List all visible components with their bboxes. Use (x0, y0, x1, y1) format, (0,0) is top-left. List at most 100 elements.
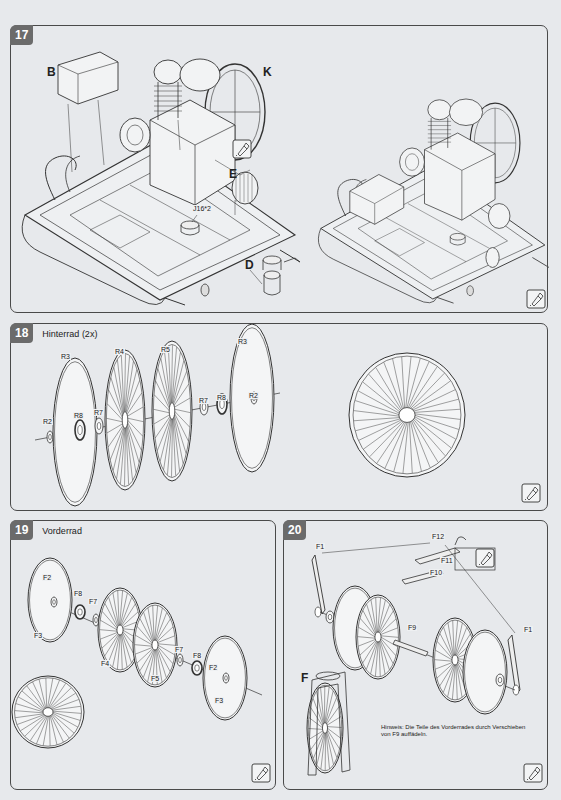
part-outline (428, 100, 451, 120)
wheel-spoke (379, 611, 393, 633)
wheel-spoke (135, 647, 152, 654)
wheel-spoke (107, 418, 123, 422)
part-outline (530, 305, 531, 306)
part-outline (353, 356, 461, 474)
part-outline (53, 358, 97, 506)
wheel-spoke (100, 630, 118, 632)
part-outline (350, 175, 404, 225)
part-label: R3 (237, 338, 248, 345)
wheel-spoke (313, 698, 323, 725)
wheel-spoke (173, 419, 176, 476)
wheel-spoke (327, 726, 341, 728)
note-text: Hinweis: Die Teile des Vorderrades durch… (380, 724, 532, 738)
wheel-spoke (452, 665, 455, 699)
part-outline (316, 672, 340, 680)
part-outline (358, 597, 399, 677)
wheel-spoke (173, 352, 181, 402)
wheel-spoke (109, 597, 118, 626)
wheel-spoke (393, 359, 404, 409)
part-label: F3 (214, 697, 224, 704)
part-outline (238, 143, 249, 156)
part-outline (405, 154, 418, 171)
wheel-spoke (456, 664, 462, 697)
part-outline (154, 96, 182, 97)
part-outline (264, 275, 280, 295)
wheel-spoke (107, 424, 123, 433)
part-outline (58, 52, 118, 104)
part-outline (467, 286, 474, 296)
part-label: F7 (174, 646, 184, 653)
part-outline (30, 560, 71, 640)
part-label: R2 (42, 418, 53, 425)
leader-line (192, 215, 197, 222)
wheel-spoke (409, 422, 412, 473)
part-label: R4 (114, 348, 125, 355)
wheel-spoke (126, 428, 129, 485)
part-outline (402, 570, 443, 584)
part-outline (322, 723, 327, 734)
part-outline (12, 676, 84, 748)
glue-icon (233, 140, 251, 158)
wheel-spoke (358, 627, 375, 637)
wheel-spoke (380, 628, 397, 635)
wheel-spoke (127, 407, 143, 416)
part-outline (375, 632, 381, 642)
wheel-spoke (172, 419, 173, 477)
wheel-spoke (144, 612, 153, 641)
front-wheel (28, 558, 262, 720)
part-outline (481, 552, 492, 565)
wheel-spoke (385, 422, 406, 468)
wheel-spoke (158, 645, 175, 655)
step-title: Hinterrad (2x) (42, 329, 97, 339)
part-outline (122, 412, 128, 429)
wheel-spoke (127, 393, 142, 415)
wheel-spoke (354, 411, 400, 417)
wheel-spoke (324, 686, 325, 723)
rear-wheel-done (349, 353, 465, 477)
part-label: F2 (208, 664, 218, 671)
part-outline (179, 657, 182, 662)
part-outline (43, 708, 53, 717)
part-outline (180, 59, 220, 91)
wheel-spoke (39, 679, 46, 708)
part-label: F3 (33, 632, 43, 639)
wheel-spoke (327, 731, 337, 758)
wheel-spoke (172, 347, 177, 402)
part-outline (154, 106, 182, 107)
wheel-spoke (156, 619, 170, 641)
part-outline (255, 779, 256, 780)
part-outline (463, 630, 507, 714)
part-outline (225, 676, 228, 681)
wheel-spoke (412, 420, 438, 463)
wheel-spoke (381, 636, 399, 638)
wheel-spoke (121, 355, 124, 412)
wheel-spoke (440, 664, 454, 686)
wheel-spoke (157, 647, 170, 671)
wheel-spoke (20, 715, 45, 731)
leader-line (178, 120, 180, 150)
part-outline (223, 673, 229, 683)
part-outline (465, 632, 506, 712)
wheel-spoke (174, 413, 188, 441)
part-outline (455, 537, 466, 545)
part-label: F8 (192, 652, 202, 659)
wheel-spoke (413, 399, 458, 411)
part-outline (230, 324, 274, 472)
part-label: F8 (73, 590, 83, 597)
step-number: 20 (283, 520, 306, 540)
wheel-spoke (155, 606, 158, 640)
wheel-spoke (102, 611, 117, 628)
part-outline (307, 683, 343, 773)
part-outline (232, 328, 273, 469)
wheel-spoke (326, 691, 334, 723)
wheel-spoke (174, 384, 189, 406)
wheel-spoke (148, 608, 154, 641)
part-outline (58, 62, 118, 104)
part-label: R2 (248, 392, 259, 399)
wheel-spoke (114, 368, 123, 415)
wheel-spoke (140, 649, 154, 671)
wheel-spoke (448, 665, 455, 697)
glue-icon (527, 290, 545, 308)
part-outline (496, 674, 504, 686)
